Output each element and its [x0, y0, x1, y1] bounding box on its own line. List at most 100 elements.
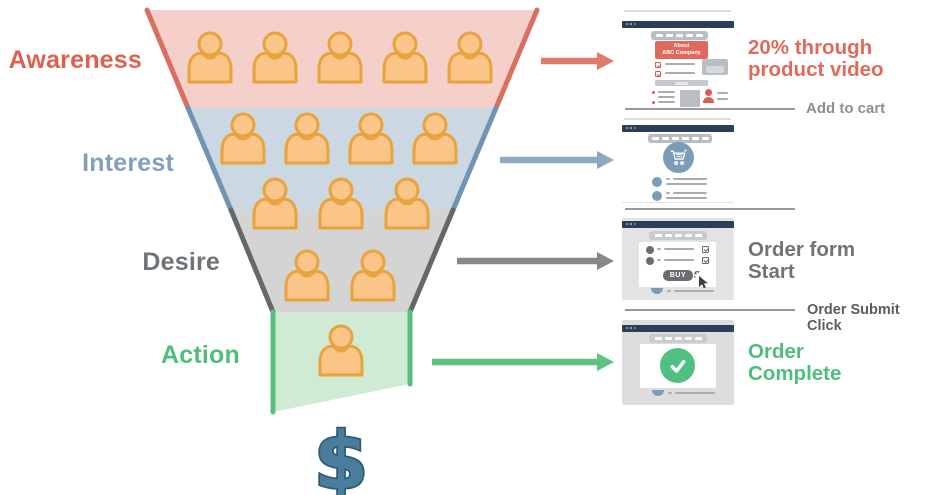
list-bullet-icon [652, 177, 662, 187]
avatar-head-icon [705, 89, 712, 96]
check-icon [656, 71, 662, 77]
browser-tab-strip [649, 334, 707, 343]
titlebar-dots-icon [626, 223, 636, 225]
cursor-click-icon [694, 271, 708, 289]
window-top-edge [624, 10, 731, 12]
divider-label-add-to-cart: Add to cart [806, 100, 886, 117]
callout-product-video-line1: 20% through [748, 36, 873, 59]
stage-label-awareness: Awareness [8, 46, 142, 74]
divider-line-middle [625, 208, 795, 210]
list-bullet-icon [652, 91, 655, 94]
stage-arrows [432, 52, 614, 371]
list-bullet-icon [652, 191, 662, 201]
stage-label-interest: Interest [82, 149, 174, 177]
success-circle [660, 348, 695, 383]
interest-arrow-icon [500, 151, 614, 169]
text-line [717, 92, 728, 94]
titlebar-dots-icon [626, 23, 636, 25]
check-icon [656, 62, 662, 68]
text-line [717, 98, 728, 100]
avatar-body-icon [703, 97, 714, 103]
text-line [658, 91, 675, 93]
toolbar-block [655, 80, 708, 86]
text-line [666, 192, 670, 194]
image-block [680, 90, 700, 107]
order-complete-card [640, 344, 716, 388]
divider-label-order-submit: Order Submit Click [807, 302, 900, 334]
text-line [657, 259, 661, 261]
window-titlebar [622, 125, 734, 132]
text-line [668, 392, 672, 394]
stage-label-action: Action [161, 341, 240, 369]
text-line [664, 259, 694, 261]
checkbox-icon [702, 257, 709, 264]
text-line [666, 183, 707, 185]
text-line [673, 178, 707, 180]
text-line [664, 248, 694, 250]
text-line [667, 290, 671, 292]
funnel-edges [144, 7, 540, 415]
text-line [666, 178, 670, 180]
shopping-cart-icon [670, 149, 687, 165]
cart-circle [663, 142, 694, 173]
order-form-card: BUY [639, 242, 716, 289]
window-titlebar [622, 21, 734, 28]
buy-button: BUY [663, 270, 693, 281]
callout-product-video: 20% through product video [748, 37, 884, 81]
titlebar-dots-icon [626, 327, 636, 329]
check-icon [703, 246, 709, 252]
divider-line-order-submit [625, 309, 795, 311]
callout-order-form-line2: Start [748, 260, 795, 283]
window-titlebar [622, 221, 734, 228]
text-line [665, 72, 695, 74]
funnel-edge-desire-right [407, 207, 456, 315]
toolbar-button [675, 81, 688, 85]
checkbox-icon [702, 246, 709, 253]
banner-line2: ABC Company [662, 50, 701, 57]
window-top-edge [624, 118, 731, 120]
callout-order-form-start: Order form Start [748, 239, 855, 283]
text-line [675, 392, 715, 394]
callout-order-complete-line1: Order [748, 340, 804, 363]
checkmark-icon [670, 359, 685, 373]
titlebar-dots-icon [626, 127, 636, 129]
browser-window-cart [622, 118, 734, 203]
callout-product-video-line2: product video [748, 58, 884, 81]
media-block-inner [706, 66, 724, 73]
browser-tab-strip [649, 231, 707, 240]
list-bullet-icon [646, 246, 654, 254]
funnel-edge-awareness-left [144, 7, 191, 111]
callout-order-complete-line2: Complete [748, 362, 842, 385]
browser-window-order-complete [622, 320, 734, 405]
dollar-icon: $ [314, 417, 368, 495]
browser-tab-strip [651, 31, 708, 40]
desire-arrow-icon [457, 252, 614, 270]
divider-line-add-to-cart [625, 108, 795, 110]
about-company-banner: About ABC Company [655, 41, 708, 59]
browser-tab-strip [648, 134, 712, 143]
funnel-edge-interest-right [450, 105, 499, 213]
browser-window-product: About ABC Company [622, 10, 734, 108]
stage-label-desire: Desire [142, 248, 220, 276]
footer-dome-icon [651, 288, 663, 294]
text-line [674, 290, 714, 292]
funnel-edge-interest-left [185, 105, 234, 213]
text-line [657, 248, 661, 250]
text-line [673, 192, 707, 194]
callout-order-form-line1: Order form [748, 238, 856, 261]
check-icon [703, 257, 709, 263]
funnel-edge-awareness-right [493, 7, 540, 111]
checkbox-icon [655, 71, 662, 77]
window-titlebar [622, 325, 734, 332]
text-line [658, 96, 675, 98]
funnel-edge-desire-left [228, 207, 276, 315]
media-block [702, 59, 728, 75]
checkbox-icon [655, 62, 662, 68]
banner-line1: About [673, 43, 690, 49]
awareness-arrow-icon [541, 52, 614, 70]
list-bullet-icon [652, 101, 655, 104]
action-arrow-icon [432, 353, 614, 371]
browser-window-order-form: BUY [622, 218, 734, 300]
